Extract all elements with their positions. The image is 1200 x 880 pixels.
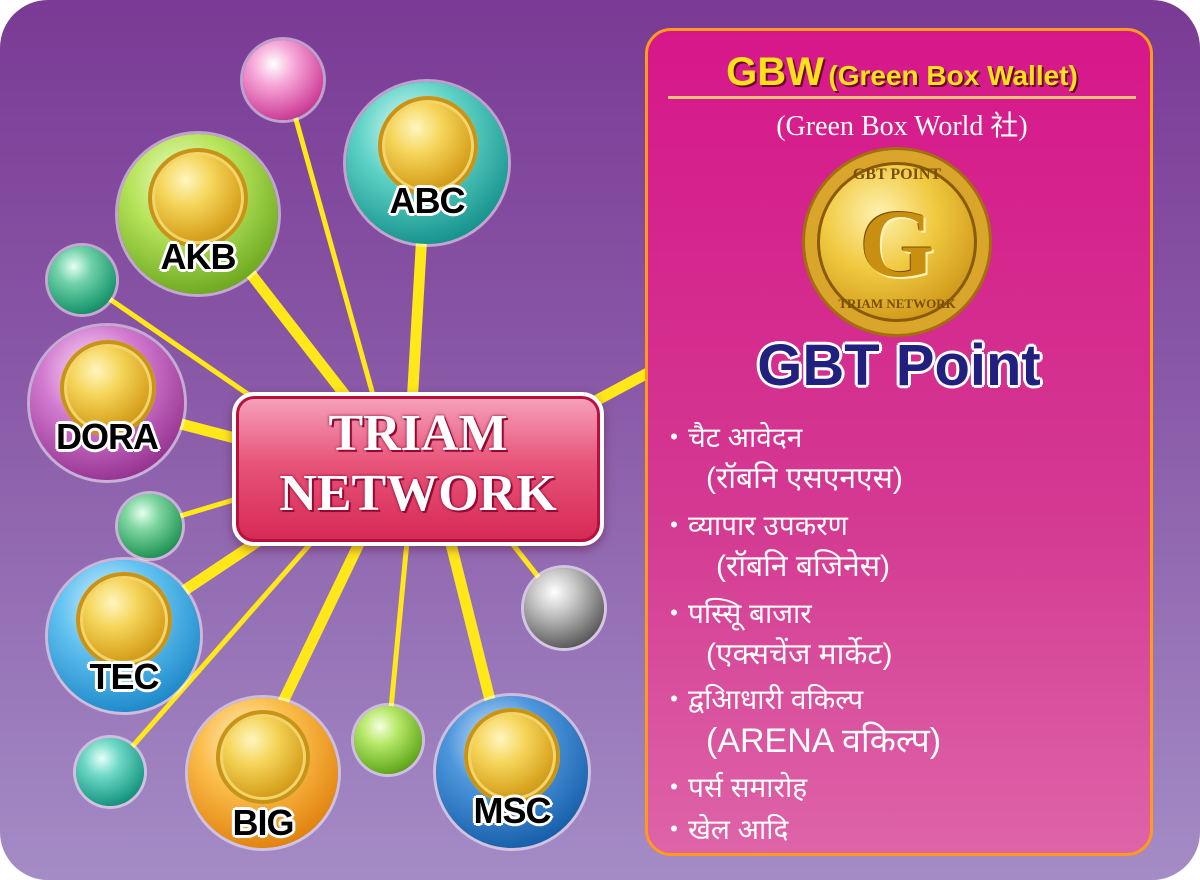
feature-subtitle: (रॉबनि एसएनएस) bbox=[706, 462, 903, 495]
network-node-akb: AKB bbox=[118, 134, 278, 294]
gbt-point-coin-icon: GBT POINT G TRIAM NETWORK bbox=[805, 150, 989, 334]
connector-teal-ball-2 bbox=[107, 507, 343, 775]
company-name: (Green Box World 社) bbox=[776, 111, 1028, 142]
gray-ball bbox=[524, 568, 604, 648]
gold-coin-icon bbox=[216, 710, 310, 804]
gold-coin-icon bbox=[378, 96, 478, 196]
network-node-msc: MSC bbox=[436, 696, 588, 848]
gold-coin-icon bbox=[60, 340, 156, 436]
feature-item: ・पस्सिू बाजार bbox=[660, 598, 812, 629]
lime-ball bbox=[354, 706, 422, 774]
teal-ball bbox=[48, 246, 116, 314]
feature-item: ・चैट आवेदन bbox=[660, 422, 803, 453]
network-node-abc: ABC bbox=[346, 82, 508, 244]
green-ball bbox=[118, 494, 182, 558]
coin-top-text: GBT POINT bbox=[852, 166, 942, 183]
hub-title-line-2: NETWORK bbox=[279, 465, 557, 522]
feature-subtitle: (रॉबनि बजिनेस) bbox=[716, 550, 890, 583]
node-label: MSC bbox=[473, 790, 552, 831]
network-node-dora: DORA bbox=[30, 326, 184, 480]
connector-lime-ball bbox=[385, 507, 413, 743]
node-label: ABC bbox=[389, 180, 466, 221]
heading-divider bbox=[668, 96, 1136, 99]
network-node-tec: TEC bbox=[48, 560, 200, 712]
triam-network-hub: TRIAM NETWORK bbox=[232, 392, 604, 546]
feature-item: ・खेल आदि bbox=[660, 814, 789, 845]
network-node-big: BIG bbox=[188, 698, 338, 848]
node-label: BIG bbox=[232, 802, 294, 843]
feature-item: ・द्वआिधारी वकिल्प bbox=[660, 684, 864, 715]
gold-coin-icon bbox=[76, 572, 172, 668]
gbw-brand: GBW bbox=[726, 50, 824, 94]
feature-item: ・पर्स समारोह bbox=[660, 772, 808, 803]
feature-subtitle: (ARENA वकिल्प) bbox=[706, 722, 942, 760]
gold-coin-icon bbox=[464, 708, 560, 804]
node-label: TEC bbox=[89, 656, 160, 697]
gbw-brand-full: (Green Box Wallet) bbox=[828, 60, 1078, 91]
teal-ball bbox=[76, 738, 144, 806]
gold-coin-icon bbox=[148, 148, 248, 248]
feature-subtitle: (एक्सचेंज मार्केट) bbox=[706, 638, 893, 671]
product-title: GBT Point bbox=[757, 333, 1041, 398]
pink-ball bbox=[243, 40, 323, 120]
feature-item: ・व्यापार उपकरण bbox=[660, 510, 848, 541]
node-label: DORA bbox=[56, 416, 159, 457]
coin-letter: G bbox=[859, 190, 935, 297]
hub-title-line-1: TRIAM bbox=[328, 405, 508, 462]
gbw-heading: GBW (Green Box Wallet) bbox=[668, 50, 1136, 95]
node-label: AKB bbox=[160, 236, 237, 277]
connector-pink-ball bbox=[282, 77, 383, 423]
coin-bottom-text: TRIAM NETWORK bbox=[838, 296, 956, 311]
